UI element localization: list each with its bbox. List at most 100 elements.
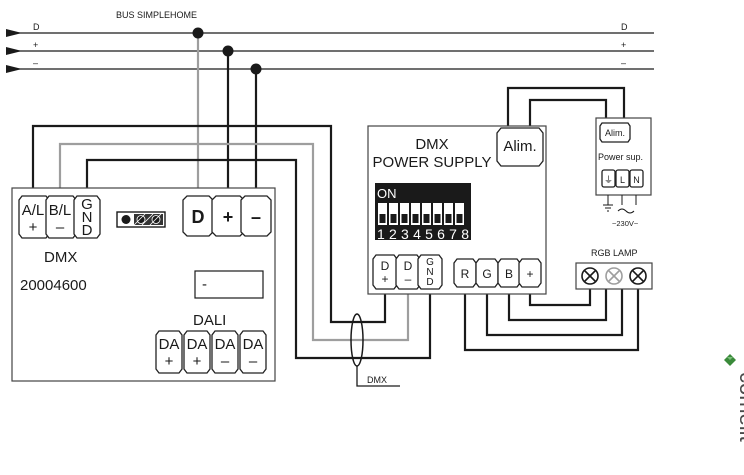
bus-line-d-right-label: D — [621, 22, 628, 32]
dmx-psu-terminal-dplus-line2: + — [381, 272, 388, 286]
bus-line-minus-left-label: – — [33, 58, 38, 68]
terminal-bus-plus: + — [211, 195, 245, 237]
wire-rgb-b — [507, 288, 608, 322]
bus-arrow-minus-icon — [6, 65, 22, 73]
terminal-dmx-bl-line1: B/L — [49, 202, 72, 219]
comelit-logo-icon — [724, 354, 736, 366]
terminal-dmx-bl: B/L – — [45, 195, 77, 239]
bus-simplehome: BUS SIMPLEHOME D + – D + – — [6, 10, 654, 73]
module-display-value: - — [202, 276, 207, 293]
dmx-cable-label: DMX — [367, 375, 387, 385]
dmx-psu-terminal-dminus: D – — [395, 254, 421, 290]
bus-title: BUS SIMPLEHOME — [116, 10, 197, 20]
wire-alim-2 — [528, 98, 608, 128]
power-supply-alim-label: Alim. — [605, 128, 625, 138]
dmx-psu-terminal-gnd-line2: N — [426, 267, 433, 278]
power-supply-terminal-l: L — [615, 169, 630, 188]
dmx-psu-terminal-gnd-line3: D — [426, 277, 433, 288]
module-dali-label: DALI — [193, 312, 226, 329]
terminal-dmx-gnd-line2: N — [82, 209, 93, 226]
module-jumper-switch — [116, 211, 166, 228]
module-part-number: 20004600 — [20, 277, 87, 294]
terminal-dmx-gnd-line1: G — [81, 196, 93, 213]
wire-rgb-plus — [528, 288, 592, 307]
module-display: - — [194, 270, 264, 299]
terminal-dali-4: DA – — [239, 330, 267, 374]
power-supply-terminal-l-label: L — [620, 175, 625, 185]
brand-name: comelit — [735, 372, 744, 442]
terminal-bus-plus-label: + — [223, 207, 234, 227]
junction-dot-d — [192, 27, 204, 39]
terminal-bus-minus: – — [240, 195, 272, 237]
wire-rgb-g — [485, 288, 624, 337]
dmx-psu-alim-label: Alim. — [503, 138, 536, 155]
power-supply-mains-label: ~230V~ — [612, 219, 639, 228]
dmx-psu-terminal-b: B — [497, 258, 521, 288]
dmx-psu-terminal-g: G — [475, 258, 499, 288]
dmx-psu-alim-terminal: Alim. — [496, 127, 544, 167]
bus-arrow-d-icon — [6, 29, 22, 37]
terminal-bus-d: D — [182, 195, 214, 237]
dmx-psu-terminal-plus: + — [518, 258, 542, 288]
bus-line-plus-right-label: + — [621, 40, 626, 50]
terminal-dmx-al: A/L + — [18, 195, 50, 239]
terminal-bus-minus-label: – — [251, 207, 261, 227]
power-supply-alim-terminal: Alim. — [599, 122, 631, 143]
terminal-dali-2-line2: + — [193, 353, 202, 370]
terminal-bus-d-label: D — [192, 207, 205, 227]
dmx-psu-terminal-r: R — [453, 258, 477, 288]
dmx-psu-terminal-r-label: R — [461, 267, 470, 281]
dip-switch-levers — [378, 203, 464, 225]
wires — [31, 33, 640, 387]
terminal-dmx-gnd: G N D — [73, 195, 101, 239]
terminal-dmx-al-line1: A/L — [22, 202, 45, 219]
dmx-psu-terminal-dminus-line2: – — [405, 272, 412, 286]
dmx-psu-dip-switch: ON 12345678 — [375, 183, 471, 242]
mains-wires — [617, 195, 637, 214]
power-supply-box: Alim. Power sup. ⏚ L N ~230V~ — [595, 117, 652, 228]
bus-junctions — [192, 27, 262, 75]
power-supply-terminal-n: N — [629, 169, 644, 188]
dmx-psu-terminal-dplus-line1: D — [381, 259, 390, 273]
terminal-dmx-bl-line2: – — [56, 219, 65, 236]
dmx-psu-terminal-gnd: G N D — [417, 254, 443, 290]
bus-line-plus-left-label: + — [33, 40, 38, 50]
dmx-power-supply-box: DMX POWER SUPPLY Alim. ON 12345678 — [367, 125, 547, 295]
terminal-dali-1-line1: DA — [159, 336, 180, 353]
dmx-psu-terminal-gnd-line1: G — [426, 257, 434, 268]
terminal-dali-3-line1: DA — [215, 336, 236, 353]
dmx-psu-terminal-dplus: D + — [372, 254, 398, 290]
terminal-dmx-gnd-line3: D — [82, 222, 93, 239]
terminal-dali-4-line1: DA — [243, 336, 264, 353]
earth-ground-icon — [603, 195, 613, 212]
power-supply-terminal-n-label: N — [633, 175, 640, 185]
module-box: A/L + B/L – G N D DMX D — [11, 187, 276, 382]
terminal-dali-2: DA + — [183, 330, 211, 374]
bus-line-d-left-label: D — [33, 22, 40, 32]
terminal-dali-4-line2: – — [249, 353, 258, 370]
terminal-dmx-al-line2: + — [29, 219, 38, 236]
dmx-psu-terminal-b-label: B — [505, 267, 513, 281]
lamp-bulb-icon — [629, 267, 647, 285]
wire-rgb-r — [463, 288, 640, 352]
dip-switch-on-label: ON — [377, 186, 397, 201]
dmx-psu-terminal-plus-label: + — [526, 267, 533, 281]
terminal-dali-1: DA + — [155, 330, 183, 374]
power-supply-terminal-earth: ⏚ — [601, 169, 616, 188]
lamp-bulb-icon — [605, 267, 623, 285]
terminal-dali-2-line1: DA — [187, 336, 208, 353]
wire-dmx-bl — [58, 142, 410, 342]
wire-alim-1 — [506, 86, 626, 128]
module-dmx-label: DMX — [44, 249, 77, 266]
bus-arrow-plus-icon — [6, 47, 22, 55]
rgb-lamp-label: RGB LAMP — [591, 248, 638, 258]
power-supply-terminal-earth-label: ⏚ — [604, 175, 613, 185]
terminal-dali-3-line2: – — [221, 353, 230, 370]
bus-line-minus-right-label: – — [621, 58, 626, 68]
dmx-psu-terminal-g-label: G — [482, 267, 491, 281]
lamp-bulb-icon — [581, 267, 599, 285]
power-supply-title: Power sup. — [598, 152, 643, 162]
dmx-psu-title-line1: DMX — [415, 136, 448, 153]
wire-dmx-al — [31, 124, 387, 324]
